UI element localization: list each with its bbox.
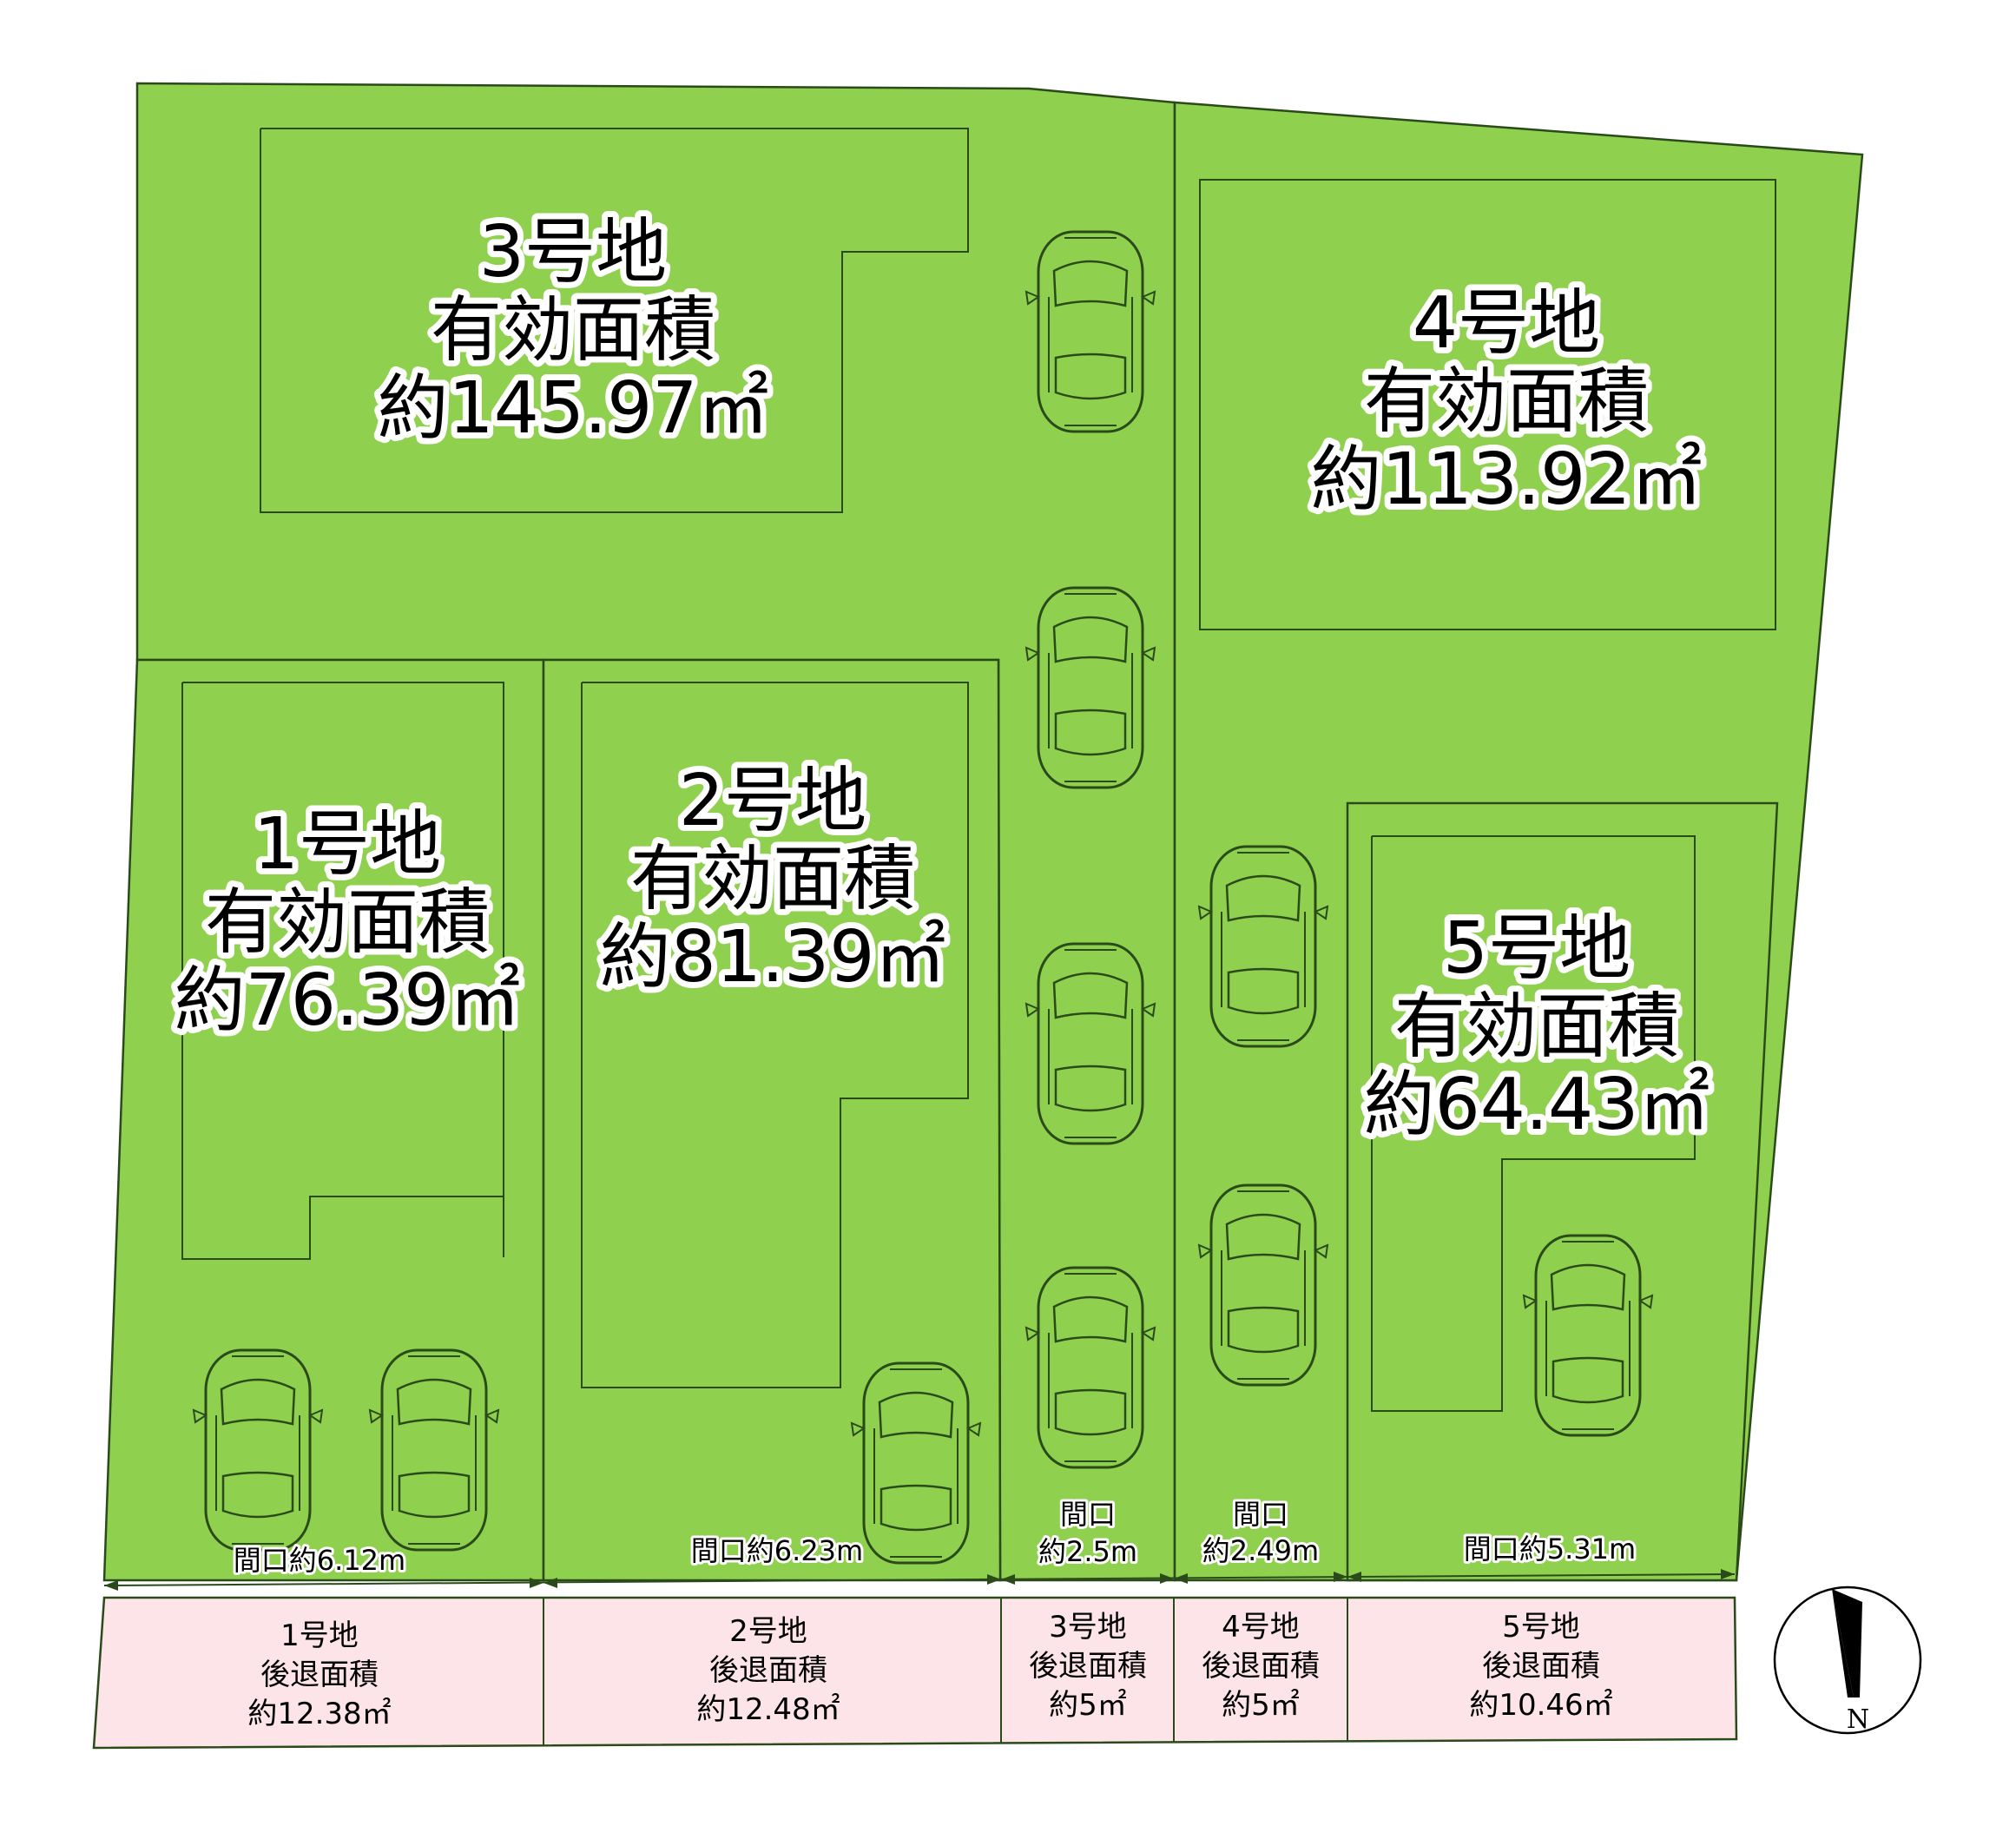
- lot-1-setback-area: 約12.38㎡: [247, 1697, 391, 1731]
- compass-letter: N: [1847, 1704, 1869, 1735]
- lot-1-setback-title: 1号地: [280, 1618, 359, 1653]
- lot-2-area: 約81.39㎡: [600, 916, 946, 999]
- lot-1-parcel: [102, 658, 545, 1582]
- lot-3-setback-title: 3号地: [1049, 1610, 1127, 1645]
- lot-2-building-line: [581, 682, 969, 1388]
- lot-1-title: 1号地: [254, 803, 441, 886]
- lot-2-setback-title: 2号地: [729, 1614, 807, 1649]
- lot-1-frontage: 間口約6.12m: [234, 1544, 405, 1577]
- lot-1-area: 約76.39㎡: [175, 959, 521, 1042]
- lot-5-frontage: 間口約5.31m: [1464, 1533, 1636, 1566]
- lot-2-parcel: [542, 658, 1002, 1582]
- setback-strip: [92, 1596, 1738, 1750]
- lot-2-setback-area: 約12.48㎡: [696, 1692, 840, 1727]
- lot-5-area: 約64.43㎡: [1364, 1064, 1710, 1146]
- lot-4-title: 4号地: [1413, 282, 1600, 365]
- lot-2-title: 2号地: [679, 760, 866, 842]
- lot-4-building-line: [1199, 179, 1776, 630]
- frontage-dimension-line: [103, 1573, 1736, 1586]
- lot-4-setback-area: 約5㎡: [1222, 1688, 1300, 1723]
- lot-5-building-line: [1371, 835, 1696, 1412]
- lot-4-area-caption: 有効面積: [1364, 360, 1649, 443]
- lot-3-building-line: [260, 128, 969, 513]
- lot-3-setback-area: 約5㎡: [1049, 1688, 1127, 1723]
- lot-4-area: 約113.92㎡: [1311, 438, 1703, 521]
- lot-1-area-caption: 有効面積: [205, 881, 490, 964]
- north-arrow-icon: N: [1773, 1585, 1922, 1735]
- lot-2-frontage: 間口約6.23m: [691, 1534, 863, 1567]
- dimension-arrows: [104, 1569, 1735, 1591]
- lot-4-setback-caption: 後退面積: [1202, 1649, 1320, 1684]
- lot-3-setback-caption: 後退面積: [1029, 1649, 1147, 1684]
- lot-3-frontage-line2: 約2.5m: [1038, 1535, 1137, 1568]
- lot-4-frontage-line2: 約2.49m: [1202, 1534, 1319, 1567]
- lot-2-setback-caption: 後退面積: [709, 1653, 827, 1688]
- lot-1-building-line: [181, 682, 504, 1260]
- lot-5-parcel: [1346, 801, 1779, 1582]
- lot-5-setback-title: 5号地: [1502, 1610, 1580, 1645]
- lot-3-frontage-line1: 間口: [1060, 1498, 1116, 1531]
- lot-5-title: 5号地: [1443, 907, 1631, 990]
- lot-5-area-caption: 有効面積: [1394, 986, 1679, 1068]
- lot-5-setback-caption: 後退面積: [1482, 1649, 1600, 1684]
- lot-4-frontage-line1: 間口: [1233, 1498, 1288, 1531]
- lot-3-area-caption: 有効面積: [431, 289, 715, 372]
- lot-4-setback-title: 4号地: [1222, 1610, 1300, 1645]
- lot-5-setback-area: 約10.46㎡: [1469, 1688, 1612, 1723]
- lot-3-area: 約145.97㎡: [378, 367, 769, 450]
- lot-1-setback-caption: 後退面積: [260, 1658, 379, 1692]
- lot-2-area-caption: 有効面積: [630, 838, 915, 920]
- lot-3-title: 3号地: [479, 211, 667, 293]
